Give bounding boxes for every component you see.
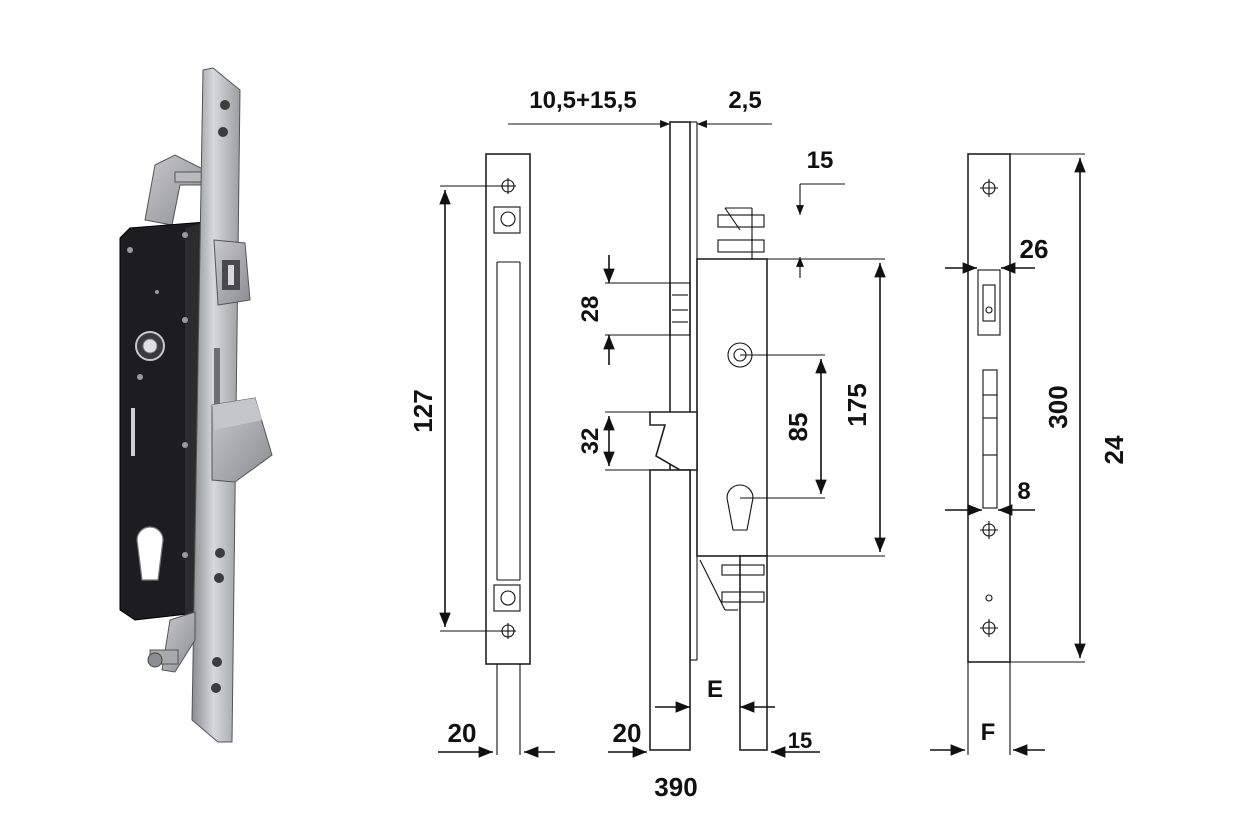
side-view: 10,5+15,5 2,5 15 28 32 85 175 E (508, 87, 886, 802)
faceplate-view: 26 8 300 24 F (930, 153, 1129, 756)
dim-slot-width: 8 (1017, 478, 1030, 505)
dim-127: 127 (408, 389, 438, 432)
lock-case (119, 221, 206, 621)
side-bottom-bolt (699, 559, 765, 611)
faceplate-hole-top (980, 179, 998, 197)
faceplate-hole-bottom (980, 619, 998, 637)
faceplate-hole-middle (980, 521, 998, 539)
faceplate-latch-window (977, 269, 1001, 336)
bottom-bolt-bracket (147, 611, 196, 673)
dim-hook-height: 32 (577, 428, 604, 455)
dim-side-offset: 15 (788, 728, 812, 753)
dim-faceplate-label: F (981, 719, 996, 746)
latch-bolt (213, 239, 251, 306)
hook-bolt (211, 397, 273, 483)
dim-case-height: 175 (842, 383, 872, 426)
dim-side-width: 20 (613, 718, 642, 748)
dim-faceplate-length: 300 (1043, 385, 1073, 428)
front-view: 127 20 (408, 153, 555, 758)
dim-faceplate-width: 26 (1020, 234, 1049, 264)
side-top-bolt (717, 207, 765, 259)
dim-total-length: 24 (1099, 435, 1129, 464)
dim-top-offset: 15 (807, 147, 834, 174)
lock-product-illustration (119, 67, 273, 743)
faceplate-hook-slot (982, 369, 998, 509)
dim-width-thickness: 10,5+15,5 (529, 87, 636, 114)
faceplate-small-hole (985, 594, 993, 602)
dim-backset: E (707, 676, 723, 703)
dim-front-width: 20 (448, 718, 477, 748)
dim-center-distance: 85 (783, 413, 813, 442)
dim-faceplate-thickness: 2,5 (728, 87, 761, 114)
dim-bottom-value: 390 (654, 772, 697, 802)
dim-latch-height: 28 (577, 296, 604, 323)
